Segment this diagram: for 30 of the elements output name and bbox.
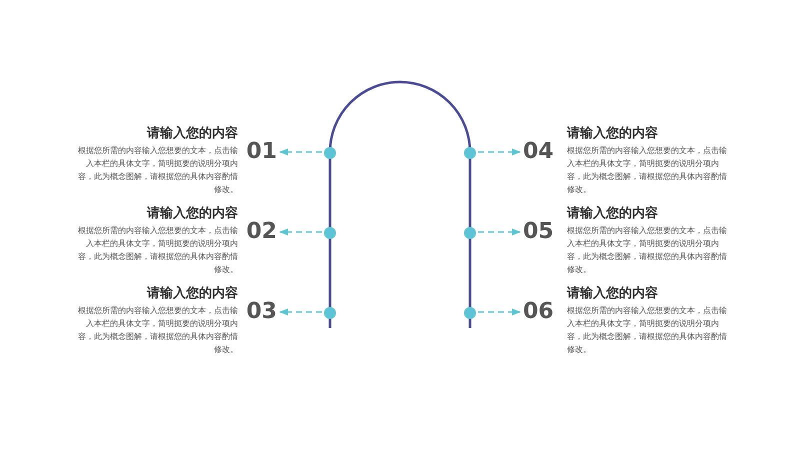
step-number: 04 (523, 140, 554, 164)
arrow (478, 148, 521, 156)
arrow (478, 308, 521, 316)
step-number: 01 (246, 140, 277, 164)
item-description: 根据您所需的内容输入您想要的文本，点击输入本栏的具体文字，简明扼要的说明分项内容，此为概念图解，请根据您的具体内容酌情修改。 (567, 145, 728, 196)
timeline-dot (323, 225, 337, 239)
item-heading: 请输入您的内容 (567, 206, 658, 222)
item-description: 根据您所需的内容输入您想要的文本，点击输入本栏的具体文字，简明扼要的说明分项内容，此为概念图解，请根据您的具体内容酌情修改。 (77, 305, 238, 356)
item-description: 根据您所需的内容输入您想要的文本，点击输入本栏的具体文字，简明扼要的说明分项内容，此为概念图解，请根据您的具体内容酌情修改。 (77, 225, 238, 276)
arrow (279, 228, 322, 236)
item-description: 根据您所需的内容输入您想要的文本，点击输入本栏的具体文字，简明扼要的说明分项内容，此为概念图解，请根据您的具体内容酌情修改。 (567, 305, 728, 356)
arrow (279, 308, 322, 316)
step-number: 05 (523, 220, 554, 244)
step-number: 06 (523, 300, 554, 324)
timeline-dot (463, 145, 477, 159)
item-description: 根据您所需的内容输入您想要的文本，点击输入本栏的具体文字，简明扼要的说明分项内容，此为概念图解，请根据您的具体内容酌情修改。 (77, 145, 238, 196)
item-heading: 请输入您的内容 (147, 126, 238, 142)
arrow (478, 228, 521, 236)
item-heading: 请输入您的内容 (567, 126, 658, 142)
step-number: 03 (246, 300, 277, 324)
arrow (279, 148, 322, 156)
item-heading: 请输入您的内容 (147, 286, 238, 302)
item-heading: 请输入您的内容 (147, 206, 238, 222)
timeline-dot (323, 145, 337, 159)
step-number: 02 (246, 220, 277, 244)
timeline-dot (463, 305, 477, 319)
timeline-dot (323, 305, 337, 319)
item-heading: 请输入您的内容 (567, 286, 658, 302)
item-description: 根据您所需的内容输入您想要的文本，点击输入本栏的具体文字，简明扼要的说明分项内容，此为概念图解，请根据您的具体内容酌情修改。 (567, 225, 728, 276)
timeline-dot (463, 225, 477, 239)
